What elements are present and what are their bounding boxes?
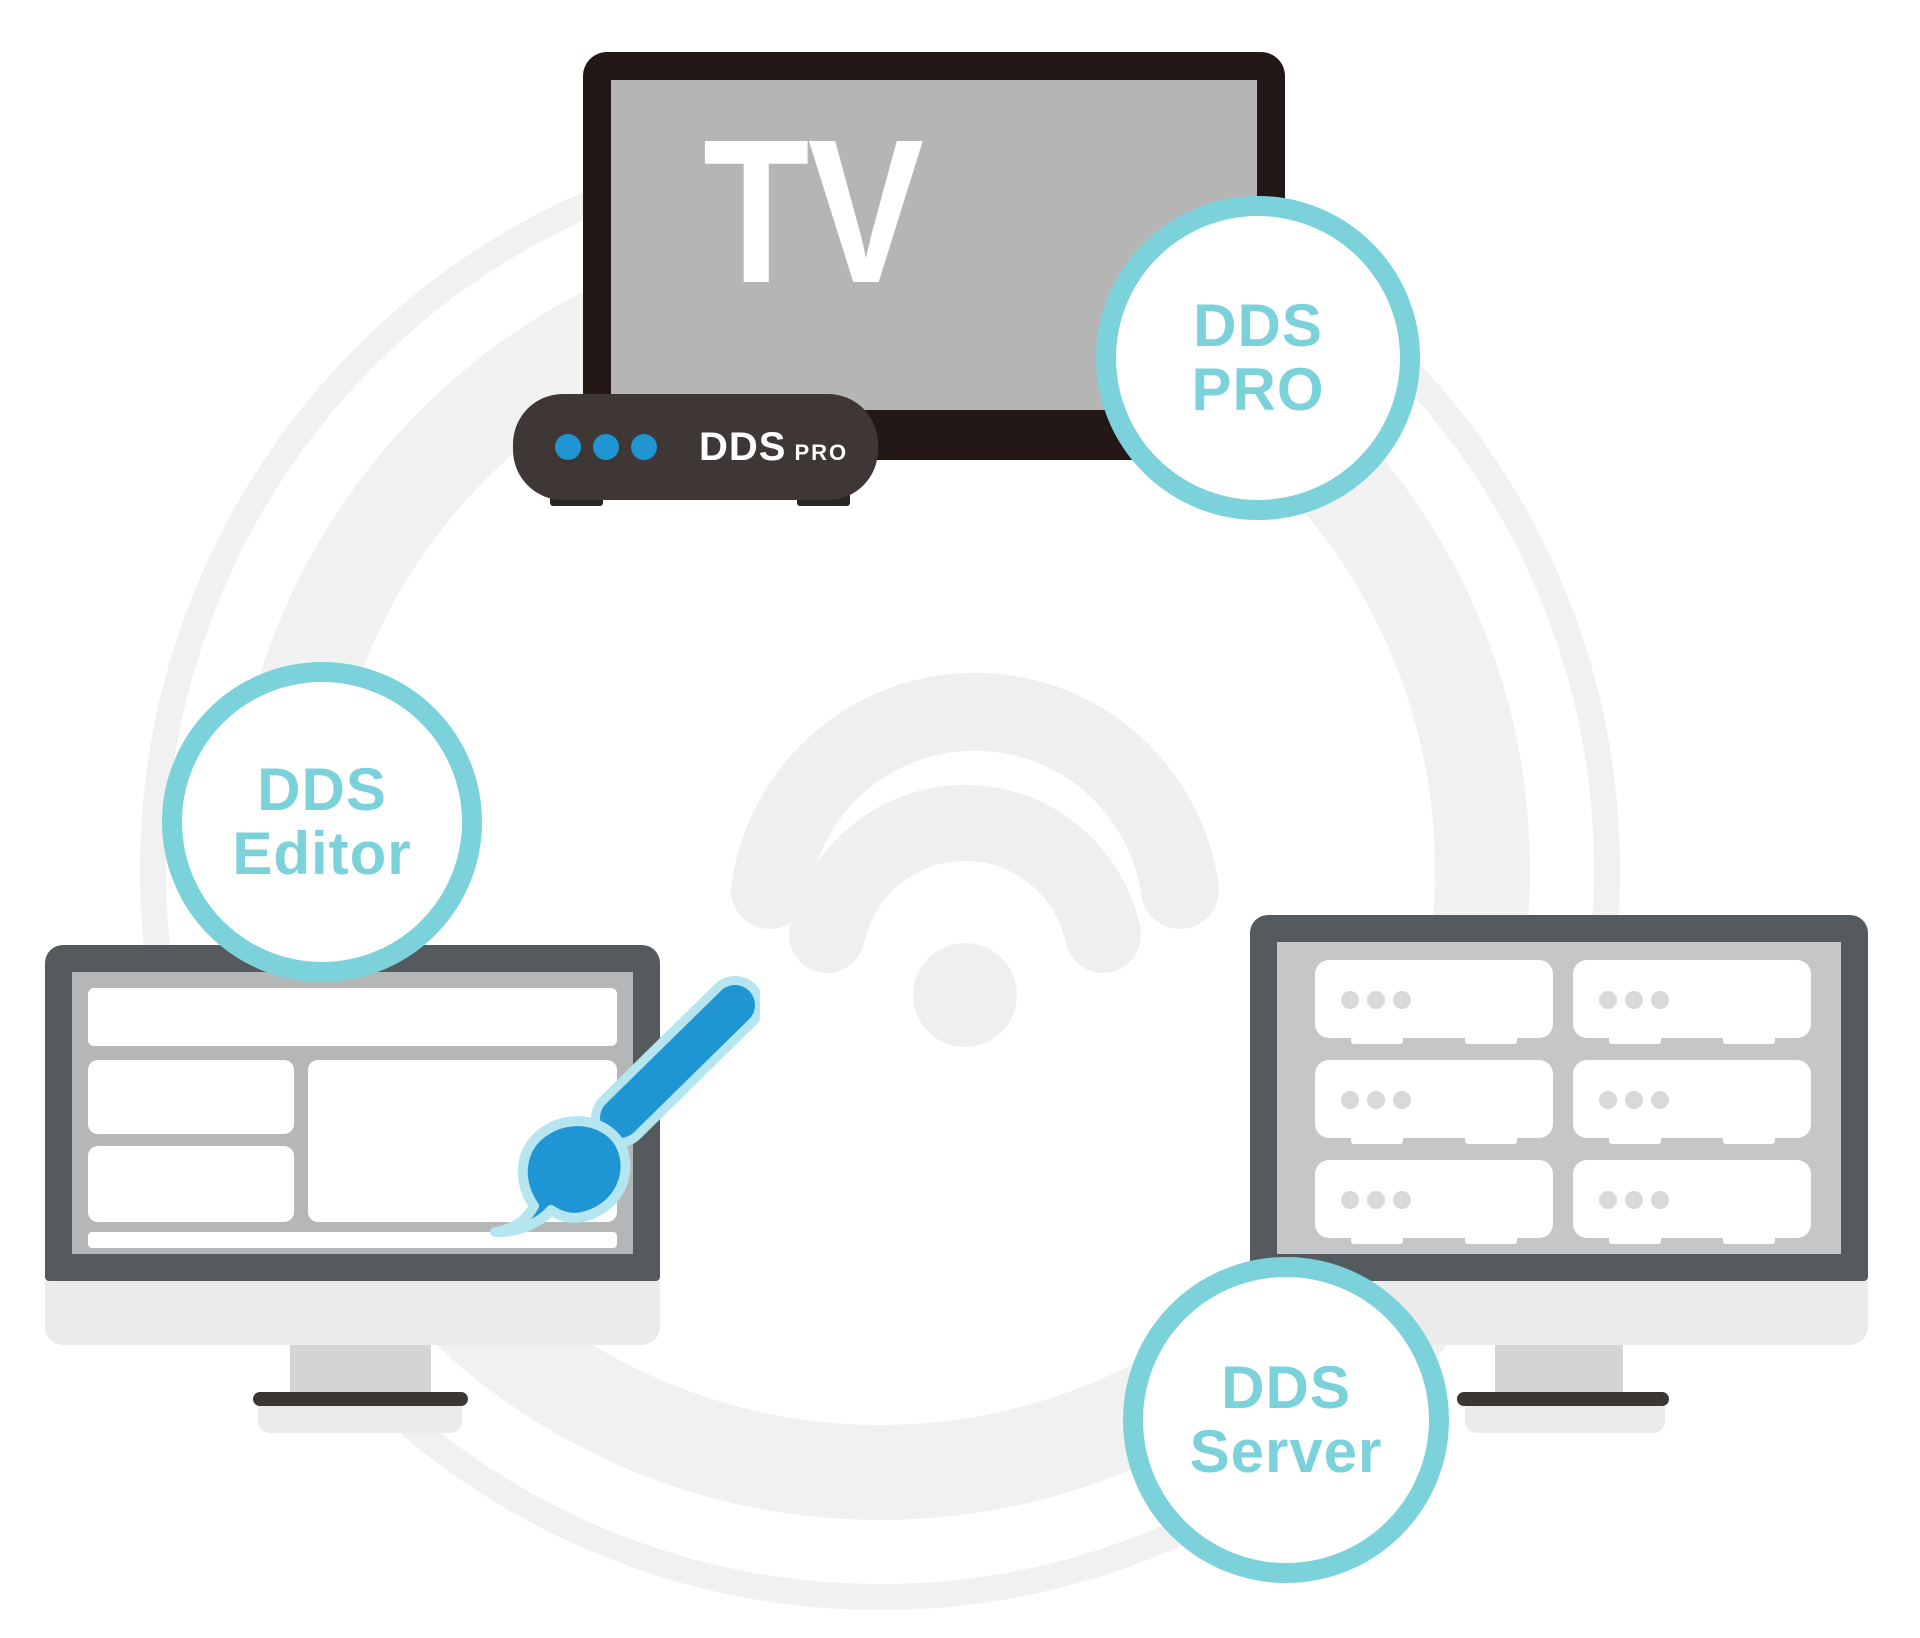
tv-label: TV [703, 97, 924, 326]
wifi-icon [731, 672, 1219, 1047]
led-dots [555, 434, 657, 460]
editor-panel-header [88, 988, 617, 1046]
server-unit-dots [1599, 991, 1669, 1009]
server-unit-dots [1341, 1191, 1411, 1209]
server-dot [1341, 1191, 1359, 1209]
server-unit [1315, 960, 1553, 1044]
server-dot [1367, 991, 1385, 1009]
badge-dds-editor: DDS Editor [162, 662, 482, 982]
server-dot [1341, 991, 1359, 1009]
set-top-box-body: DDS PRO [513, 394, 878, 500]
editor-panel-sidebar-bottom [88, 1146, 294, 1222]
monitor-base-top [1457, 1392, 1669, 1406]
badge-line: Editor [232, 820, 412, 887]
monitor-base [1465, 1403, 1665, 1433]
server-dot [1599, 1091, 1617, 1109]
server-dot [1651, 991, 1669, 1009]
server-unit-foot [1351, 1234, 1403, 1244]
server-dot [1367, 1091, 1385, 1109]
server-unit-foot [1723, 1134, 1775, 1144]
brand-suffix: PRO [794, 439, 849, 465]
badge-line: DDS [257, 756, 387, 824]
paintbrush-icon [490, 976, 760, 1238]
badge-line: PRO [1191, 356, 1325, 423]
server-unit [1573, 960, 1811, 1044]
server-unit-dots [1341, 1091, 1411, 1109]
monitor-neck [290, 1345, 431, 1392]
set-top-box-brand: DDS PRO [699, 425, 848, 470]
server-unit [1315, 1160, 1553, 1244]
badge-dds-pro: DDS PRO [1096, 196, 1420, 520]
server-unit-dots [1341, 991, 1411, 1009]
server-unit-foot [1351, 1134, 1403, 1144]
server-dot [1393, 991, 1411, 1009]
badge-line: DDS [1193, 292, 1323, 360]
editor-panel-sidebar-top [88, 1060, 294, 1134]
monitor-base-top [253, 1392, 468, 1406]
monitor-base [258, 1403, 462, 1433]
led-dot [555, 434, 581, 460]
server-unit-foot [1723, 1234, 1775, 1244]
server-dot [1393, 1191, 1411, 1209]
server-unit-foot [1723, 1034, 1775, 1044]
server-dot [1625, 991, 1643, 1009]
server-unit [1315, 1060, 1553, 1144]
server-unit [1573, 1060, 1811, 1144]
led-dot [593, 434, 619, 460]
brand-name: DDS [699, 424, 787, 469]
server-dot [1599, 1191, 1617, 1209]
server-dot [1651, 1091, 1669, 1109]
led-dot [631, 434, 657, 460]
monitor-chin [45, 1281, 660, 1345]
server-dot [1367, 1191, 1385, 1209]
server-dot [1341, 1091, 1359, 1109]
server-dot [1625, 1091, 1643, 1109]
server-dot [1599, 991, 1617, 1009]
server-unit-foot [1465, 1234, 1517, 1244]
server-dot [1625, 1191, 1643, 1209]
server-unit-foot [1609, 1134, 1661, 1144]
server-unit-dots [1599, 1091, 1669, 1109]
server-dot [1651, 1191, 1669, 1209]
badge-dds-server: DDS Server [1123, 1257, 1449, 1583]
server-unit-foot [1351, 1034, 1403, 1044]
server-unit-foot [1465, 1034, 1517, 1044]
badge-line: Server [1189, 1418, 1383, 1485]
server-unit-dots [1599, 1191, 1669, 1209]
editor-screen [72, 972, 633, 1254]
server-screen [1277, 942, 1841, 1254]
server-unit [1573, 1160, 1811, 1244]
server-unit-foot [1609, 1034, 1661, 1044]
set-top-box: DDS PRO [513, 394, 878, 506]
monitor-neck [1495, 1345, 1623, 1392]
server-unit-foot [1609, 1234, 1661, 1244]
server-dot [1393, 1091, 1411, 1109]
editor-panel-footer [88, 1232, 617, 1248]
badge-line: DDS [1221, 1354, 1351, 1422]
server-unit-foot [1465, 1134, 1517, 1144]
